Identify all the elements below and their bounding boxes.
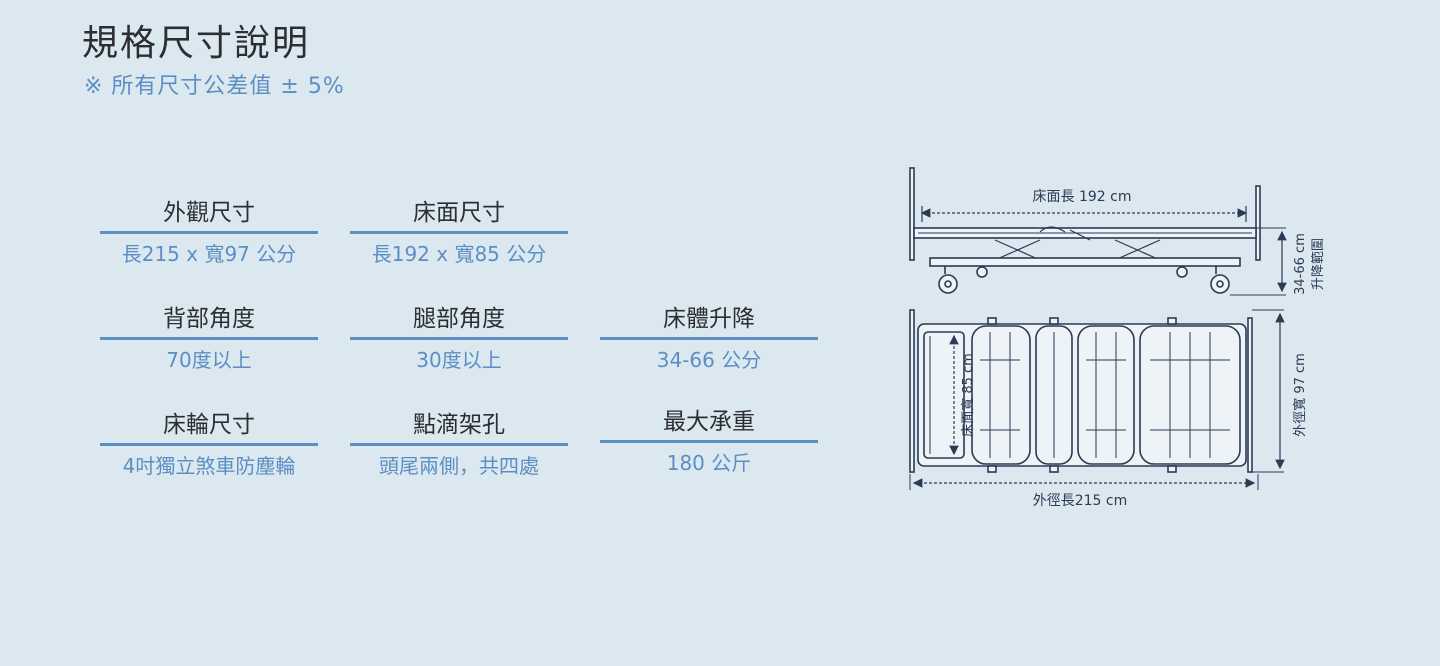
spec-value: 長192 x 寬85 公分 [371,242,547,266]
spec-caster-size: 床輪尺寸 4吋獨立煞車防塵輪 [100,409,318,480]
caster-icon [1210,266,1230,294]
page-title: 規格尺寸說明 [82,23,311,64]
spec-label: 最大承重 [663,409,755,435]
spec-divider [100,443,318,446]
spec-leg-angle: 腿部角度 30度以上 [350,303,568,374]
spec-value: 70度以上 [166,348,252,372]
spec-divider [350,443,568,446]
spec-value: 長215 x 寬97 公分 [121,242,297,266]
spec-label: 床面尺寸 [413,200,505,226]
spec-max-load: 最大承重 180 公斤 [600,406,818,477]
spec-divider [600,440,818,443]
caster-icon [976,266,988,278]
spec-divider [100,337,318,340]
spec-divider [350,337,568,340]
mattress-width-label: 床面寬 85 cm [960,353,976,437]
lift-range-label: 升降範圍 [1311,238,1326,290]
spec-divider [350,231,568,234]
spec-label: 點滴架孔 [413,412,505,438]
spec-iv-pole-holes: 點滴架孔 頭尾兩側，共四處 [350,409,568,480]
spec-label: 外觀尺寸 [163,200,255,226]
spec-mattress-size: 床面尺寸 長192 x 寬85 公分 [350,197,568,268]
bed-top-view [909,309,1253,473]
spec-height-adjust: 床體升降 34-66 公分 [600,303,818,374]
bed-dimension-diagram: 床面長 192 cm 34-66 cm 升降範圍 [909,167,1326,509]
spec-divider [100,231,318,234]
spec-exterior-size: 外觀尺寸 長215 x 寬97 公分 [100,197,318,268]
spec-divider [600,337,818,340]
spec-label: 背部角度 [163,306,255,332]
spec-label: 床輪尺寸 [163,412,255,438]
spec-value: 34-66 公分 [656,348,762,372]
spec-value: 4吋獨立煞車防塵輪 [122,454,296,478]
spec-value: 30度以上 [416,348,502,372]
caster-icon [1176,266,1188,278]
spec-value: 180 公斤 [666,451,752,475]
lift-range-value: 34-66 cm [1293,233,1308,295]
mattress-length-label: 床面長 192 cm [1033,189,1132,205]
caster-icon [938,266,958,294]
outer-width-label: 外徑寬 97 cm [1292,353,1308,437]
outer-length-label: 外徑長215 cm [1033,493,1128,509]
spec-back-angle: 背部角度 70度以上 [100,303,318,374]
tolerance-note: ※ 所有尺寸公差值 ± 5% [84,74,345,99]
spec-label: 腿部角度 [413,306,505,332]
spec-value: 頭尾兩側，共四處 [379,454,539,478]
bed-side-view [909,167,1261,294]
spec-label: 床體升降 [663,306,755,332]
